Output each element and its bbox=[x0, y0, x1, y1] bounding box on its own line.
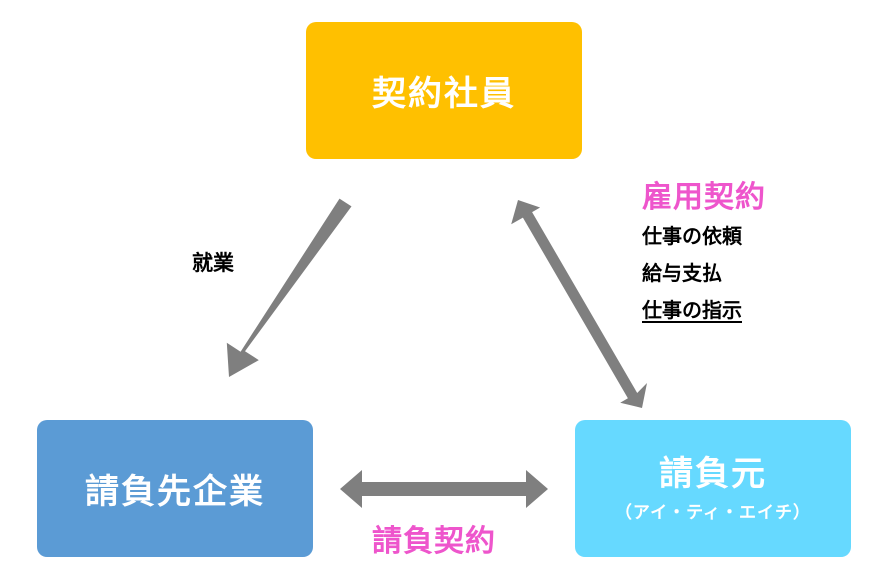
contract-employee-box: 契約社員 bbox=[306, 22, 582, 159]
contractor-label: 請負元 bbox=[659, 453, 767, 494]
work-label: 就業 bbox=[192, 251, 234, 275]
employment-annotation: 雇用契約 仕事の依頼 給与支払 仕事の指示 bbox=[642, 178, 766, 329]
employment-label: 雇用契約 bbox=[642, 180, 766, 215]
contract-employee-label: 契約社員 bbox=[372, 74, 516, 114]
work-arrow bbox=[226, 198, 352, 377]
subcontract-label: 請負契約 bbox=[372, 524, 496, 559]
employment-item-salary-payment: 給与支払 bbox=[642, 261, 722, 285]
employment-arrow bbox=[511, 200, 647, 408]
client-company-label: 請負先企業 bbox=[85, 472, 265, 512]
employment-item-work-instruction: 仕事の指示 bbox=[642, 298, 742, 322]
employment-item-work-request: 仕事の依頼 bbox=[642, 224, 742, 248]
client-company-box: 請負先企業 bbox=[37, 420, 313, 557]
subcontract-arrow bbox=[340, 470, 548, 508]
contractor-sub-label: （アイ・ティ・エイチ） bbox=[614, 503, 812, 524]
contractor-box: 請負元 （アイ・ティ・エイチ） bbox=[575, 420, 851, 557]
